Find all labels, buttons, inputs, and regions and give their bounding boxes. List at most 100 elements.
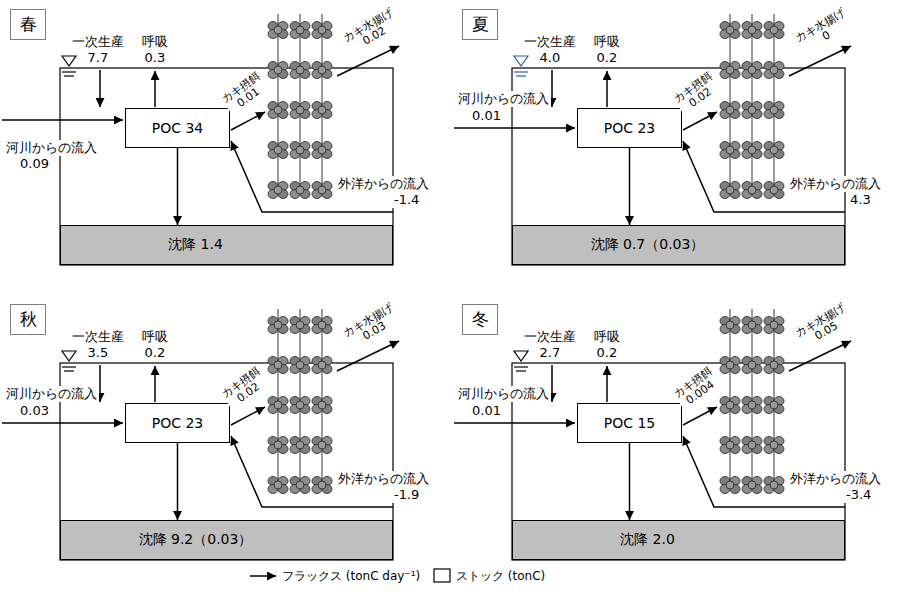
sediment-band: 沈降 9.2（0.03） — [60, 520, 393, 560]
rotated-flux-label: カキ水揚げ0 — [792, 6, 853, 55]
label-text: 呼吸 — [594, 329, 620, 345]
label-text: 0.2 — [597, 345, 618, 361]
node-text: 沈降 1.4 — [168, 236, 223, 254]
label-text: -1.4 — [394, 192, 419, 208]
connector-layer — [178, 148, 630, 520]
flux-label: 外洋からの流入 — [336, 471, 431, 487]
node-text: 夏 — [472, 13, 489, 36]
node-text: POC 15 — [604, 415, 656, 431]
label-text: 0.2 — [597, 50, 618, 66]
node-text: 春 — [20, 13, 37, 36]
flux-label: 呼吸 — [140, 329, 170, 345]
flux-label: 一次生産 — [522, 329, 578, 345]
flux-label: 外洋からの流入 — [336, 176, 431, 192]
flux-label: 3.5 — [86, 345, 111, 361]
label-text: 外洋からの流入 — [338, 471, 429, 487]
water-surface-triangle — [62, 351, 76, 361]
flux-label: -1.4 — [392, 192, 421, 208]
label-text: 一次生産 — [524, 329, 576, 345]
water-surface-symbol — [62, 56, 76, 76]
flux-label: 河川からの流入 — [4, 386, 99, 402]
label-text: 7.7 — [88, 50, 109, 66]
label-text: 0.2 — [145, 345, 166, 361]
label-text: 0.3 — [145, 50, 166, 66]
season-tag: 秋 — [10, 304, 46, 335]
flux-label: 0.2 — [143, 345, 168, 361]
label-text: 4.0 — [540, 50, 561, 66]
rotated-flux-label: カキ水揚げ0.05 — [792, 301, 853, 350]
node-text: POC 23 — [152, 415, 204, 431]
legend-stock-sample — [434, 569, 450, 582]
water-surface-triangle — [514, 56, 528, 66]
node-text: 沈降 0.7（0.03） — [591, 236, 705, 254]
flux-label: 一次生産 — [70, 34, 126, 50]
stock-box: POC 15 — [577, 403, 682, 443]
water-surface-line — [514, 366, 528, 367]
flux-label: 0.3 — [143, 50, 168, 66]
flux-label: 4.3 — [848, 192, 873, 208]
label-text: 河川からの流入 — [458, 91, 549, 107]
label-text: 外洋からの流入 — [338, 176, 429, 192]
label-text: 呼吸 — [142, 329, 168, 345]
season-tag: 夏 — [462, 9, 498, 40]
sediment-band: 沈降 1.4 — [60, 225, 393, 265]
rotated-flux-label: カキ水揚げ0.02 — [340, 6, 401, 55]
legend-text: ストック (tonC) — [456, 569, 545, 584]
bay-panel — [60, 309, 399, 560]
stock-box: POC 23 — [125, 403, 230, 443]
flux-label: 呼吸 — [592, 329, 622, 345]
flux-label: -1.9 — [392, 487, 421, 503]
water-surface-line — [64, 75, 74, 76]
stock-box: POC 23 — [577, 108, 682, 148]
label-text: 0.01 — [472, 108, 501, 124]
label-text: 0.03 — [20, 403, 49, 419]
flux-label: 河川からの流入 — [456, 91, 551, 107]
water-surface-symbol — [514, 351, 528, 371]
label-text: 河川からの流入 — [458, 386, 549, 402]
flux-label: 河川からの流入 — [4, 140, 99, 156]
legend-text: フラックス (tonC day⁻¹) — [282, 569, 420, 584]
bay-panel — [512, 14, 851, 265]
flux-label: 外洋からの流入 — [788, 471, 883, 487]
water-surface-line — [516, 75, 526, 76]
node-text: 沈降 9.2（0.03） — [139, 531, 253, 549]
label-text: 一次生産 — [72, 34, 124, 50]
season-tag: 冬 — [462, 304, 498, 335]
flux-label: 7.7 — [86, 50, 111, 66]
node-text: POC 34 — [152, 120, 204, 136]
river-inflow-arrow — [454, 422, 575, 424]
node-text: 秋 — [20, 308, 37, 331]
water-surface-triangle — [514, 351, 528, 361]
sediment-band: 沈降 2.0 — [512, 520, 845, 560]
node-text: 沈降 2.0 — [620, 531, 675, 549]
flux-label: 0.01 — [470, 403, 503, 419]
flux-label: 呼吸 — [592, 34, 622, 50]
water-surface-symbol — [62, 351, 76, 371]
flux-label: 一次生産 — [522, 34, 578, 50]
flux-label: -3.4 — [844, 487, 873, 503]
stock-box: POC 34 — [125, 108, 230, 148]
flux-label: 0.03 — [18, 403, 51, 419]
label-text: 河川からの流入 — [6, 140, 97, 156]
legend-flux-sample — [250, 575, 276, 577]
flux-label: 外洋からの流入 — [788, 176, 883, 192]
flux-label: 0.01 — [470, 108, 503, 124]
water-surface-symbol — [514, 56, 528, 76]
water-surface-line — [62, 71, 76, 72]
water-surface-line — [516, 370, 526, 371]
label-text: 外洋からの流入 — [790, 176, 881, 192]
flux-label: 0.2 — [595, 50, 620, 66]
season-tag: 春 — [10, 9, 46, 40]
label-text: 4.3 — [850, 192, 871, 208]
settling-arrow — [177, 443, 179, 520]
label-text: 外洋からの流入 — [790, 471, 881, 487]
label-text: 河川からの流入 — [6, 386, 97, 402]
flux-label: 0.09 — [18, 156, 51, 172]
river-inflow-arrow — [2, 422, 123, 424]
water-surface-triangle — [62, 56, 76, 66]
settling-arrow — [177, 148, 179, 225]
river-inflow-arrow — [454, 127, 575, 129]
bay-panel — [60, 14, 399, 265]
